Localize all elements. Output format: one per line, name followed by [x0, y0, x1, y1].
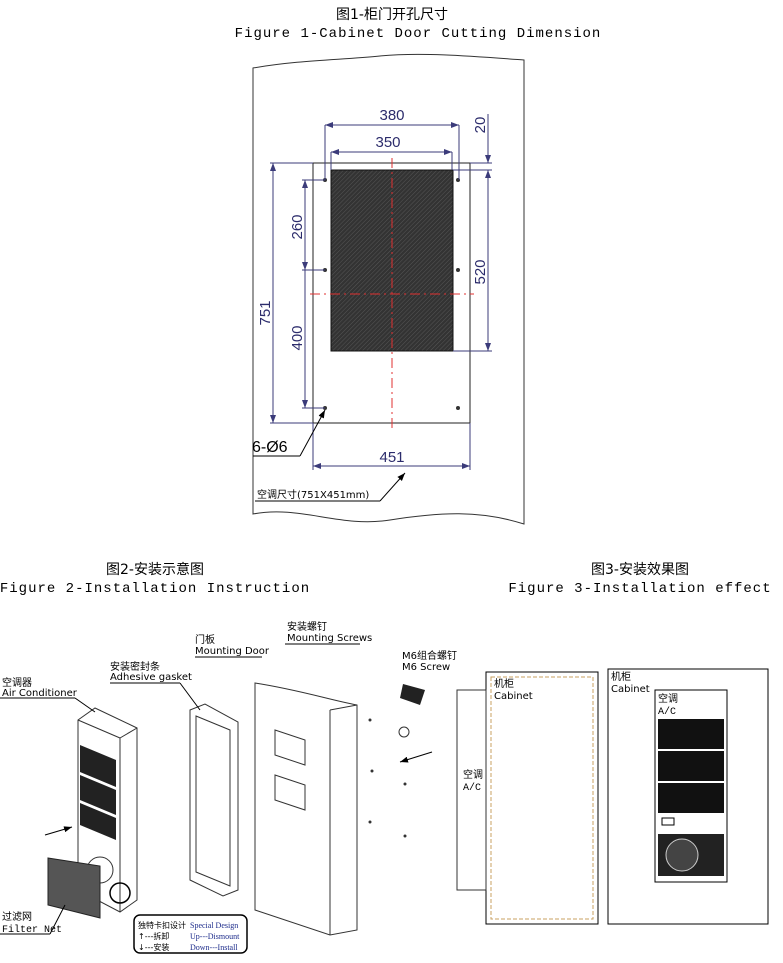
- dim-20: 20: [472, 117, 489, 134]
- side-ac-label-en: A/C: [463, 782, 481, 794]
- filter-label-en: Filter Net: [2, 924, 62, 936]
- holes-label: 6-Ø6: [252, 439, 288, 456]
- m6-label-cn: M6组合螺钉: [402, 649, 457, 662]
- front-cabinet-label-cn: 机柜: [611, 670, 631, 683]
- cabinet-door-outline: [252, 53, 525, 525]
- dim-400: 400: [289, 325, 306, 350]
- air-conditioner-illustration: [44, 707, 138, 919]
- mounting-holes: [323, 178, 460, 410]
- gasket-label-cn: 安装密封条: [110, 660, 160, 673]
- legend-up-cn: ↑---拆卸: [138, 931, 169, 941]
- legend-title-cn: 独特卡扣设计: [138, 920, 186, 930]
- dim-380: 380: [379, 107, 404, 124]
- dim-260: 260: [289, 214, 306, 239]
- side-view-illustration: [456, 671, 599, 925]
- front-cabinet-label-en: Cabinet: [611, 684, 650, 695]
- dim-451: 451: [379, 449, 404, 466]
- door-label-en: Mounting Door: [195, 646, 270, 657]
- legend-down-en: Down---Install: [190, 943, 238, 952]
- legend-down-cn: ↓---安装: [138, 942, 169, 952]
- ac-label-cn: 空调器: [2, 676, 32, 689]
- legend-title-en: Special Design: [190, 921, 238, 930]
- figure1-title-cn: 图1-柜门开孔尺寸: [336, 7, 448, 23]
- dim-751: 751: [257, 300, 274, 325]
- dimension-lines: [270, 114, 492, 470]
- dim-350: 350: [375, 134, 400, 151]
- front-ac-label-en: A/C: [658, 706, 676, 718]
- gasket-illustration: [189, 703, 239, 897]
- figure1-title-en: Figure 1-Cabinet Door Cutting Dimension: [235, 26, 602, 42]
- door-illustration: [254, 682, 358, 936]
- filter-label-cn: 过滤网: [2, 910, 32, 923]
- screws-label-cn: 安装螺钉: [287, 620, 327, 633]
- side-cabinet-label-cn: 机柜: [494, 677, 514, 690]
- screws-illustration: [368, 684, 433, 838]
- figure3-title-en: Figure 3-Installation effect: [508, 581, 771, 597]
- side-cabinet-label-en: Cabinet: [494, 691, 533, 702]
- ac-size-label: 空调尺寸(751X451mm): [257, 488, 369, 501]
- special-design-legend: 独特卡扣设计 Special Design ↑---拆卸 Up---Dismou…: [133, 914, 248, 954]
- ac-label-en: Air Conditioner: [2, 688, 78, 699]
- front-ac-label-cn: 空调: [658, 692, 678, 705]
- screws-label-en: Mounting Screws: [287, 633, 372, 644]
- figure3-title-cn: 图3-安装效果图: [591, 562, 689, 578]
- side-ac-label-cn: 空调: [463, 768, 483, 781]
- figure2-title-cn: 图2-安装示意图: [106, 561, 204, 578]
- dim-520: 520: [472, 259, 489, 284]
- gasket-label-en: Adhesive gasket: [110, 672, 192, 683]
- m6-label-en: M6 Screw: [402, 662, 450, 673]
- door-label-cn: 门板: [195, 633, 215, 646]
- legend-up-en: Up---Dismount: [190, 932, 240, 941]
- front-view-illustration: [607, 668, 769, 925]
- figure2-title-en: Figure 2-Installation Instruction: [0, 581, 310, 597]
